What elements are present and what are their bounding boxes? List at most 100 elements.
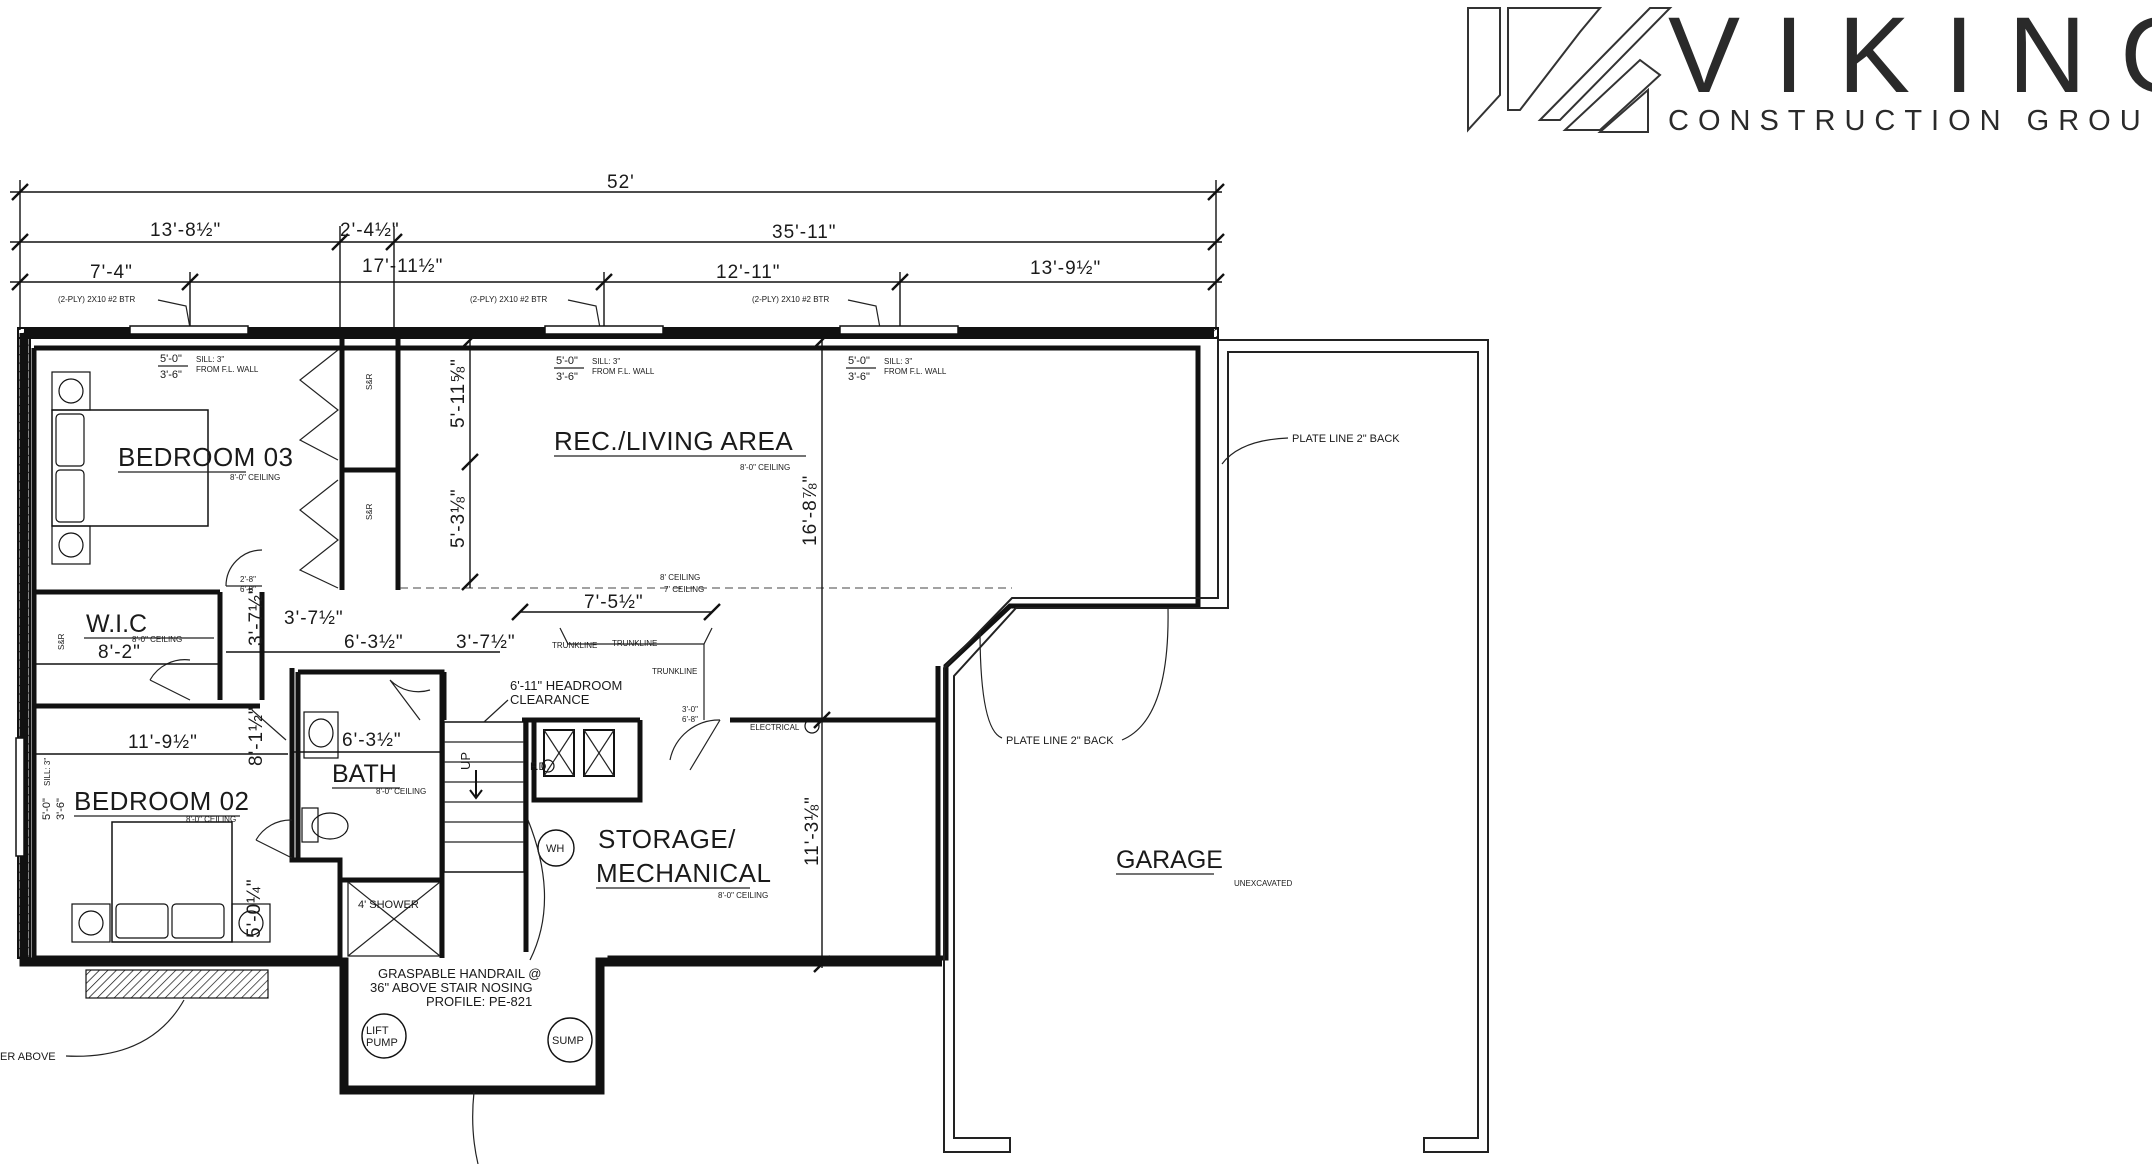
dim-bath-width: 6'-3½" xyxy=(342,730,402,751)
beam-labels: (2-PLY) 2X10 #2 BTR (2-PLY) 2X10 #2 BTR … xyxy=(58,295,881,329)
company-logo: VIKING CONSTRUCTION GROUP xyxy=(1467,0,2152,137)
dim-bath-v: 5'-0¼" xyxy=(244,878,265,938)
dim-top-mid: 2'-4½" xyxy=(340,220,400,241)
bed-icon xyxy=(51,409,209,527)
window4-sill: SILL: 3" xyxy=(43,758,52,786)
room-label-bedroom-03: BEDROOM 03 xyxy=(118,442,294,472)
door-size-1b: 6'-8" xyxy=(240,585,256,594)
room-label-bath: BATH xyxy=(332,760,397,788)
window2-width: 5'-0" xyxy=(556,355,578,367)
door-size-2: 3'-0" xyxy=(682,705,698,714)
lift-pump-label-2: PUMP xyxy=(366,1037,398,1049)
dim-hall-b: 3'-7½" xyxy=(284,608,344,629)
ceiling-change-7: 7' CEILING xyxy=(664,585,704,594)
room-label-rec: REC./LIVING AREA xyxy=(554,426,793,456)
room-label-mechanical: MECHANICAL xyxy=(596,858,771,888)
window2-sill: SILL: 3" xyxy=(592,357,620,366)
dim-bedroom02-width: 11'-9½" xyxy=(128,732,198,753)
beam-label-2: (2-PLY) 2X10 #2 BTR xyxy=(470,295,547,304)
interior-walls: UP 7'-5½" xyxy=(34,331,1012,973)
sump-pump-icon xyxy=(547,1017,593,1063)
plan-notes: S&R S&R S&R 2'-8" 6'-8" 3'-0" 6'-8" 8' C… xyxy=(0,373,1400,1164)
handrail-note-2: 36" ABOVE STAIR NOSING xyxy=(370,980,533,995)
dim-stair: 7'-5½" xyxy=(584,592,644,613)
window2-note: FROM F.L. WALL xyxy=(592,367,655,376)
shelf-rod-label-3: S&R xyxy=(57,633,66,650)
stair-up-label: UP xyxy=(458,752,473,770)
window1-note: FROM F.L. WALL xyxy=(196,365,259,374)
door-size-2b: 6'-8" xyxy=(682,715,698,724)
dim-wic: 8'-2" xyxy=(98,642,141,663)
window4-width: 5'-0" xyxy=(41,798,53,820)
logo-mark-icon xyxy=(1467,7,1673,133)
dim-bedroom02-v: 8'-1½" xyxy=(246,706,267,766)
plate-line-note-1: PLATE LINE 2" BACK xyxy=(1292,433,1400,445)
bedroom02-ceiling: 8'-0" CEILING xyxy=(186,815,236,824)
window1-height: 3'-6" xyxy=(160,369,182,381)
lift-pump-label-1: LIFT xyxy=(366,1025,389,1037)
dim-rec-v1: 5'-11⅝" xyxy=(448,358,469,428)
dim-top-right: 35'-11" xyxy=(772,222,837,243)
window3-sill: SILL: 3" xyxy=(884,357,912,366)
dim-rec-v2: 5'-3⅛" xyxy=(448,488,469,548)
interior-dimensions: 5'-11⅝" 5'-3⅛" 16'-8⅞" 11'-3⅛" 3'-7½" 3'… xyxy=(36,358,823,938)
dimension-strings: 52' 13'-8½" 2'-4½" 35'-11" 7'-4" 17'-11½… xyxy=(10,172,1225,330)
window-tags: 5'-0" 3'-6" SILL: 3" FROM F.L. WALL 5'-0… xyxy=(41,353,947,820)
above-note: ER ABOVE xyxy=(0,1051,56,1063)
door-size-1: 2'-8" xyxy=(240,575,256,584)
dim-second-d: 13'-9½" xyxy=(1030,258,1101,279)
room-label-wic: W.I.C xyxy=(86,610,147,638)
dim-second-c: 12'-11" xyxy=(716,262,781,283)
logo-wordmark: VIKING xyxy=(1668,0,2152,115)
garage-outline xyxy=(943,339,1489,1153)
electrical-label: ELECTRICAL xyxy=(750,723,800,732)
dim-hall-a: 3'-7½" xyxy=(246,586,267,646)
window3-height: 3'-6" xyxy=(848,371,870,383)
storage-ceiling: 8'-0" CEILING xyxy=(718,891,768,900)
exterior-walls xyxy=(15,325,1219,1095)
dim-hall-c: 6'-3½" xyxy=(344,632,404,653)
wic-ceiling: 8'-0" CEILING xyxy=(132,635,182,644)
dim-rec-v3: 16'-8⅞" xyxy=(800,475,821,546)
furniture xyxy=(51,371,820,1063)
dim-overall: 52' xyxy=(607,172,635,193)
handrail-note-3: PROFILE: PE-821 xyxy=(426,994,532,1009)
room-labels: BEDROOM 03 8'-0" CEILING REC./LIVING ARE… xyxy=(74,426,1292,900)
shower-label: 4' SHOWER xyxy=(358,899,419,911)
bedroom03-ceiling: 8'-0" CEILING xyxy=(230,473,280,482)
floor-drain-label: F.D. xyxy=(530,761,550,773)
trunkline-label-1: TRUNKLINE xyxy=(552,641,597,650)
dim-top-left: 13'-8½" xyxy=(150,220,221,241)
sump-label: SUMP xyxy=(552,1035,584,1047)
lift-pump-icon xyxy=(361,1013,407,1059)
dim-second-a: 7'-4" xyxy=(90,262,133,283)
handrail-note-1: GRASPABLE HANDRAIL @ xyxy=(378,966,541,981)
beam-label-1: (2-PLY) 2X10 #2 BTR xyxy=(58,295,135,304)
window3-width: 5'-0" xyxy=(848,355,870,367)
shelf-rod-label-2: S&R xyxy=(365,503,374,520)
trunkline-label-2: TRUNKLINE xyxy=(612,639,657,648)
dim-second-b: 17'-11½" xyxy=(362,256,443,277)
water-heater-label: WH xyxy=(546,843,564,855)
headroom-note-2: CLEARANCE xyxy=(510,692,590,707)
garage-unexcavated: UNEXCAVATED xyxy=(1234,879,1292,888)
window2-height: 3'-6" xyxy=(556,371,578,383)
stair: UP xyxy=(443,721,525,873)
headroom-note-1: 6'-11" HEADROOM xyxy=(510,678,622,693)
rec-ceiling: 8'-0" CEILING xyxy=(740,463,790,472)
dim-hall-d: 3'-7½" xyxy=(456,632,516,653)
bath-ceiling: 8'-0" CEILING xyxy=(376,787,426,796)
room-label-garage: GARAGE xyxy=(1116,846,1223,874)
shelf-rod-label-1: S&R xyxy=(365,373,374,390)
window1-sill: SILL: 3" xyxy=(196,355,224,364)
window3-note: FROM F.L. WALL xyxy=(884,367,947,376)
ceiling-change-8: 8' CEILING xyxy=(660,573,700,582)
room-label-storage: STORAGE/ xyxy=(598,824,736,854)
trunkline-label-3: TRUNKLINE xyxy=(652,667,697,676)
room-label-bedroom-02: BEDROOM 02 xyxy=(74,786,250,816)
dim-storage-v: 11'-3⅛" xyxy=(802,796,823,866)
window4-height: 3'-6" xyxy=(55,798,67,820)
logo-subtitle: CONSTRUCTION GROUP xyxy=(1668,105,2152,137)
window1-width: 5'-0" xyxy=(160,353,182,365)
